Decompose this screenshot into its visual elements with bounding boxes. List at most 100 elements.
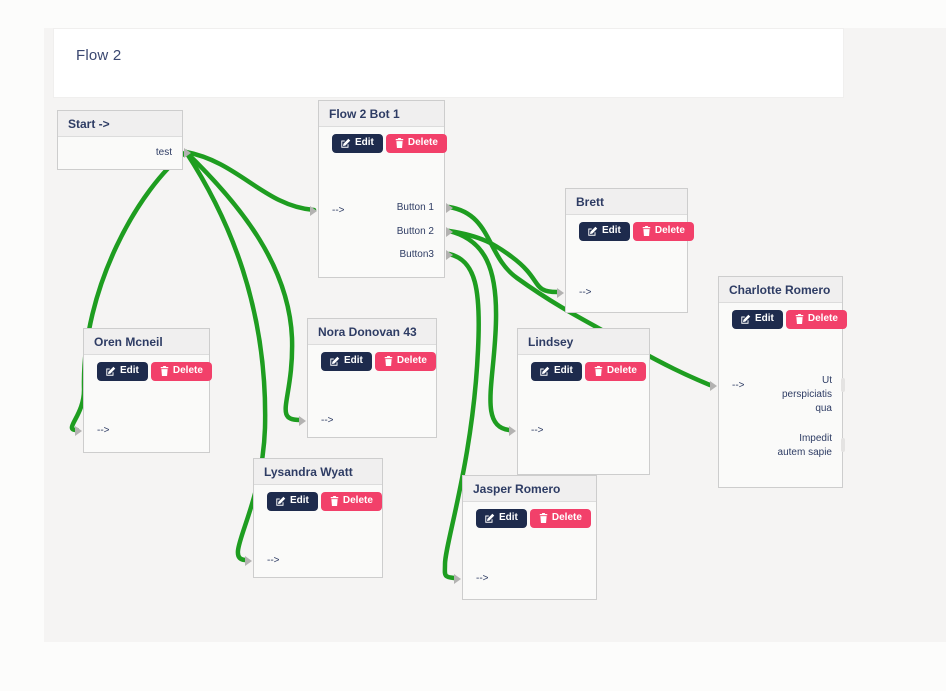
message-text: Ut perspiciatis qua — [781, 375, 832, 414]
delete-button-label: Delete — [654, 225, 685, 236]
delete-button-label: Delete — [606, 365, 637, 376]
port-label: test — [155, 147, 172, 158]
connection-flow2bot1:button2-brett:in[interactable] — [446, 228, 560, 295]
output-port-button-2[interactable]: Button 2 — [319, 224, 453, 240]
port-triangle-icon[interactable] — [184, 148, 191, 158]
node-brett[interactable]: Brett Edit Delete --> — [557, 188, 694, 313]
node-title: Brett — [566, 189, 687, 215]
connection-start:test-flow2bot1:in[interactable] — [183, 149, 317, 213]
node-title: Lysandra Wyatt — [254, 459, 382, 485]
edit-button-label: Edit — [120, 365, 139, 376]
connection-flow2bot1:button3-jasper:in[interactable] — [442, 251, 482, 581]
pencil-icon — [540, 366, 550, 376]
node-charlotte-romero[interactable]: Charlotte Romero Edit Delete --> Ut pers… — [710, 276, 847, 488]
node-lindsey[interactable]: Lindsey Edit Delete --> — [509, 328, 650, 475]
port-label: Button3 — [399, 249, 434, 260]
edit-button[interactable]: Edit — [97, 362, 148, 381]
node-flow2bot1[interactable]: Flow 2 Bot 1 Edit Delete --> Button 1 Bu… — [310, 100, 453, 278]
edit-button[interactable]: Edit — [476, 509, 527, 528]
pencil-icon — [330, 356, 340, 366]
node-title: Flow 2 Bot 1 — [319, 101, 444, 127]
connection-start:test-lysandra:in[interactable] — [183, 149, 268, 563]
input-port[interactable]: --> — [245, 553, 382, 569]
edit-button[interactable]: Edit — [321, 352, 372, 371]
node-title: Charlotte Romero — [719, 277, 842, 303]
port-triangle-icon[interactable] — [299, 416, 306, 426]
trash-icon — [594, 366, 603, 376]
edit-button[interactable]: Edit — [332, 134, 383, 153]
input-port[interactable]: --> — [509, 423, 649, 439]
port-label: --> — [531, 425, 544, 436]
delete-button-label: Delete — [407, 137, 438, 148]
port-triangle-icon[interactable] — [446, 203, 453, 213]
node-lysandra-wyatt[interactable]: Lysandra Wyatt Edit Delete --> — [245, 458, 383, 578]
edit-button-label: Edit — [602, 225, 621, 236]
delete-button[interactable]: Delete — [150, 362, 212, 381]
delete-button[interactable]: Delete — [529, 509, 591, 528]
node-nora-donovan[interactable]: Nora Donovan 43 Edit Delete --> — [299, 318, 437, 438]
page-header: Flow 2 — [53, 28, 844, 98]
node-oren-mcneil[interactable]: Oren Mcneil Edit Delete --> — [75, 328, 212, 453]
node-start[interactable]: Start -> test — [57, 110, 191, 170]
port-label: Button 1 — [396, 202, 434, 213]
port-label: --> — [476, 573, 489, 584]
trash-icon — [384, 356, 393, 366]
port-triangle-icon[interactable] — [245, 556, 252, 566]
port-label: --> — [97, 425, 110, 436]
output-port-button-3[interactable]: Button3 — [319, 247, 453, 263]
port-triangle-icon[interactable] — [446, 227, 453, 237]
trash-icon — [642, 226, 651, 236]
connection-flow2bot1:button2-lindsey:in[interactable] — [446, 228, 512, 433]
input-port[interactable]: --> — [710, 378, 842, 394]
message-port-stub[interactable] — [841, 438, 845, 452]
edit-button[interactable]: Edit — [732, 310, 783, 329]
delete-button[interactable]: Delete — [385, 134, 447, 153]
port-triangle-icon[interactable] — [509, 426, 516, 436]
port-triangle-icon[interactable] — [446, 250, 453, 260]
port-triangle-icon[interactable] — [310, 206, 317, 216]
node-title: Oren Mcneil — [84, 329, 209, 355]
port-label: --> — [732, 380, 745, 391]
node-title: Lindsey — [518, 329, 649, 355]
delete-button[interactable]: Delete — [374, 352, 436, 371]
flow-canvas[interactable]: Flow 2 Start -> test Flow 2 Bot 1 Edit D… — [44, 28, 946, 642]
pencil-icon — [276, 496, 286, 506]
port-triangle-icon[interactable] — [454, 574, 461, 584]
connection-start:test-nora:in[interactable] — [183, 149, 303, 423]
port-label: --> — [267, 555, 280, 566]
pencil-icon — [588, 226, 598, 236]
page-title: Flow 2 — [76, 47, 122, 64]
input-port[interactable]: --> — [454, 571, 596, 587]
edit-button[interactable]: Edit — [531, 362, 582, 381]
delete-button-label: Delete — [807, 313, 838, 324]
trash-icon — [395, 138, 404, 148]
input-port[interactable]: --> — [75, 423, 209, 439]
delete-button[interactable]: Delete — [584, 362, 646, 381]
port-triangle-icon[interactable] — [710, 381, 717, 391]
edit-button[interactable]: Edit — [267, 492, 318, 511]
port-triangle-icon[interactable] — [557, 288, 564, 298]
port-triangle-icon[interactable] — [75, 426, 82, 436]
message-port-stub[interactable] — [841, 378, 845, 392]
node-jasper-romero[interactable]: Jasper Romero Edit Delete --> — [454, 475, 597, 600]
delete-button-label: Delete — [396, 355, 427, 366]
edit-button[interactable]: Edit — [579, 222, 630, 241]
edit-button-label: Edit — [755, 313, 774, 324]
node-title: Start -> — [58, 111, 182, 137]
port-label: Button 2 — [396, 226, 434, 237]
input-port[interactable]: --> — [310, 203, 444, 219]
output-port-button-1[interactable]: Button 1 — [319, 200, 453, 216]
trash-icon — [160, 366, 169, 376]
input-port[interactable]: --> — [557, 285, 687, 301]
port-label: --> — [579, 287, 592, 298]
trash-icon — [539, 513, 548, 523]
trash-icon — [330, 496, 339, 506]
pencil-icon — [485, 513, 495, 523]
pencil-icon — [741, 314, 751, 324]
node-title: Jasper Romero — [463, 476, 596, 502]
output-port-test[interactable]: test — [58, 145, 191, 161]
delete-button[interactable]: Delete — [320, 492, 382, 511]
delete-button[interactable]: Delete — [632, 222, 694, 241]
input-port[interactable]: --> — [299, 413, 436, 429]
delete-button[interactable]: Delete — [785, 310, 847, 329]
